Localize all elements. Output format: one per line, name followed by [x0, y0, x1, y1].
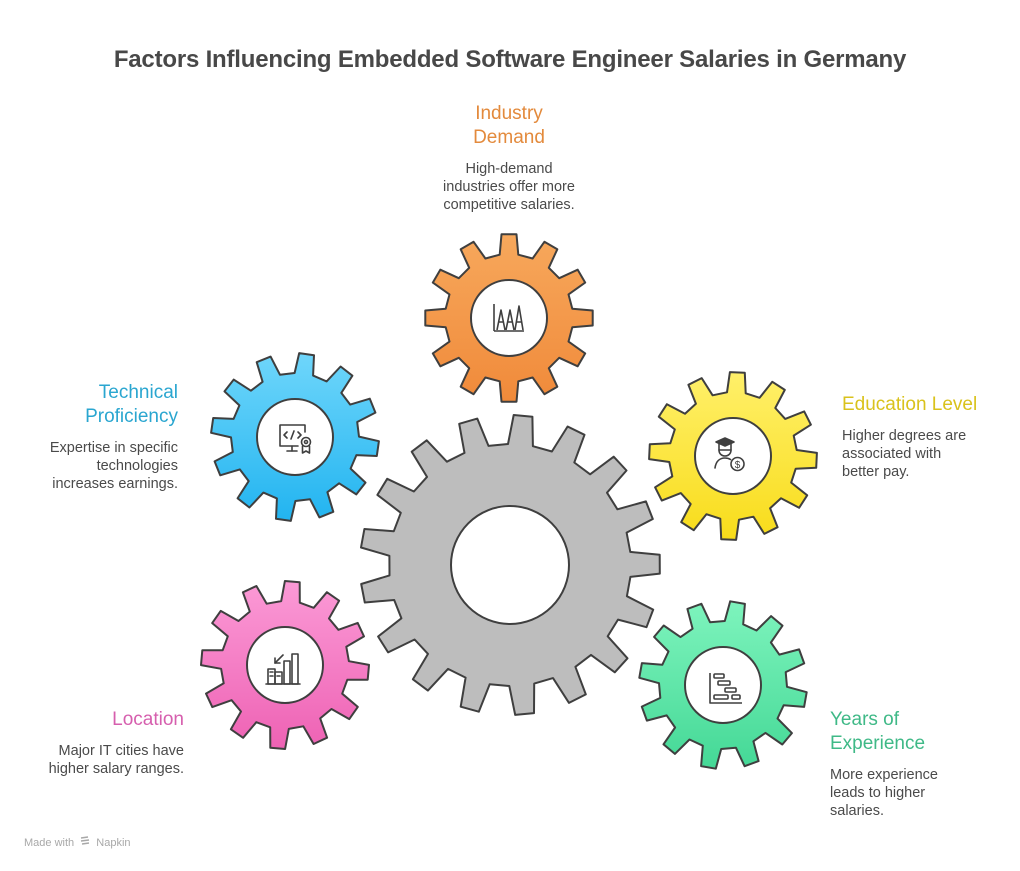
napkin-logo-icon: [80, 836, 90, 849]
central-gear-hole: [450, 505, 570, 625]
industry-demand-description: High-demand industries offer more compet…: [409, 160, 609, 214]
location-gear: [200, 580, 370, 750]
technical-proficiency-description: Expertise in specific technologies incre…: [18, 439, 178, 493]
location-description: Major IT cities have higher salary range…: [14, 742, 184, 778]
education-level-block: Education Level Higher degrees are assoc…: [842, 393, 1012, 481]
years-of-experience-block: Years of Experience More experience lead…: [830, 708, 1000, 820]
years-of-experience-heading: Years of Experience: [830, 708, 1000, 756]
heading-line: Years of: [830, 709, 900, 730]
years-of-experience-description: More experience leads to higher salaries…: [830, 766, 1000, 820]
description-line: industries offer more: [443, 179, 575, 195]
code-certificate-icon: [279, 424, 312, 454]
timeline-gantt-icon: [709, 673, 742, 704]
education-level-gear: $: [648, 371, 818, 541]
diagram-title: Factors Influencing Embedded Software En…: [113, 46, 907, 73]
description-line: salaries.: [830, 803, 884, 819]
market-chart-icon: [493, 304, 524, 332]
location-heading: Location: [14, 708, 184, 732]
description-line: better pay.: [842, 464, 910, 480]
description-line: More experience: [830, 767, 938, 783]
education-level-description: Higher degrees are associated with bette…: [842, 427, 1012, 481]
description-line: Expertise in specific: [49, 440, 178, 456]
heading-line: Location: [112, 709, 184, 730]
description-line: increases earnings.: [52, 476, 178, 492]
industry-demand-gear: [424, 233, 594, 403]
technical-proficiency-heading: Technical Proficiency: [18, 381, 178, 429]
heading-line: Experience: [830, 733, 926, 754]
location-block: Location Major IT cities have higher sal…: [14, 708, 184, 778]
graduate-salary-icon: $: [714, 437, 745, 472]
description-line: technologies: [96, 458, 178, 474]
industry-demand-block: Industry Demand High-demand industries o…: [409, 102, 609, 214]
description-line: associated with: [842, 446, 942, 462]
heading-line: Technical: [98, 382, 178, 403]
technical-proficiency-gear: [210, 352, 380, 522]
technical-proficiency-block: Technical Proficiency Expertise in speci…: [18, 381, 178, 493]
attribution-brand: Napkin: [96, 837, 131, 849]
central-gear: [360, 414, 661, 716]
heading-line: Demand: [473, 127, 545, 148]
years-of-experience-gear: [638, 600, 808, 770]
education-level-heading: Education Level: [842, 393, 1012, 417]
description-line: Major IT cities have: [58, 743, 184, 759]
napkin-attribution[interactable]: Made with Napkin: [24, 836, 131, 849]
industry-demand-heading: Industry Demand: [409, 102, 609, 150]
description-line: competitive salaries.: [443, 197, 575, 213]
city-growth-icon: [265, 653, 301, 685]
description-line: Higher degrees are: [842, 428, 967, 444]
svg-text:$: $: [735, 460, 741, 471]
description-line: higher salary ranges.: [48, 761, 184, 777]
description-line: High-demand: [465, 161, 553, 177]
heading-line: Proficiency: [85, 406, 178, 427]
attribution-prefix: Made with: [24, 837, 75, 849]
description-line: leads to higher: [830, 785, 926, 801]
heading-line: Education Level: [842, 394, 978, 415]
heading-line: Industry: [475, 103, 543, 124]
